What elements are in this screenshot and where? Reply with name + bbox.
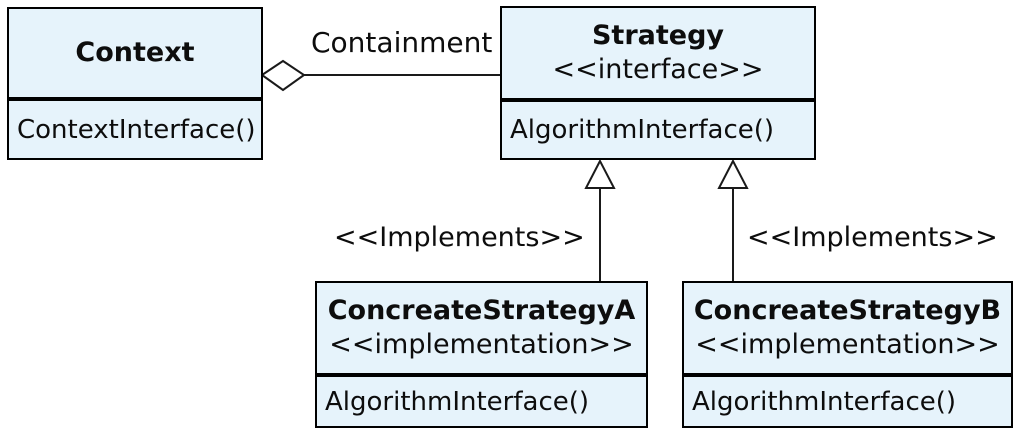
implements-edge-label-b: <<Implements>> [747,222,998,253]
class-context-header: Context [9,9,261,101]
class-box-context: Context ContextInterface() [7,7,263,160]
class-strategy-header: Strategy <<interface>> [502,8,814,102]
inheritance-triangle-a-icon [584,158,616,189]
class-concrete-a-method: AlgorithmInterface() [325,386,590,417]
class-context-methods: ContextInterface() [9,101,261,158]
class-concrete-a-methods: AlgorithmInterface() [317,377,646,426]
class-strategy-name: Strategy [591,20,725,51]
class-concrete-b-name: ConcreateStrategyB [693,295,1002,326]
inheritance-triangle-b-icon [717,158,749,189]
class-box-strategy: Strategy <<interface>> AlgorithmInterfac… [500,6,816,160]
class-concrete-b-methods: AlgorithmInterface() [684,377,1011,426]
class-strategy-stereotype: <<interface>> [552,54,764,85]
class-concrete-a-header: ConcreateStrategyA <<implementation>> [317,283,646,377]
class-box-concrete-strategy-a: ConcreateStrategyA <<implementation>> Al… [315,281,648,428]
class-box-concrete-strategy-b: ConcreateStrategyB <<implementation>> Al… [682,281,1013,428]
class-strategy-method: AlgorithmInterface() [510,115,775,145]
class-context-name: Context [75,37,195,68]
class-concrete-b-header: ConcreateStrategyB <<implementation>> [684,283,1011,377]
class-concrete-a-name: ConcreateStrategyA [327,295,636,326]
class-concrete-a-stereotype: <<implementation>> [329,329,634,360]
aggregation-diamond-icon [260,59,306,92]
class-concrete-b-stereotype: <<implementation>> [695,329,1000,360]
class-context-method: ContextInterface() [17,114,256,145]
implements-edge-label-a: <<Implements>> [334,222,585,253]
class-concrete-b-method: AlgorithmInterface() [692,386,957,417]
class-strategy-methods: AlgorithmInterface() [502,102,814,158]
containment-edge-label: Containment [311,26,493,59]
